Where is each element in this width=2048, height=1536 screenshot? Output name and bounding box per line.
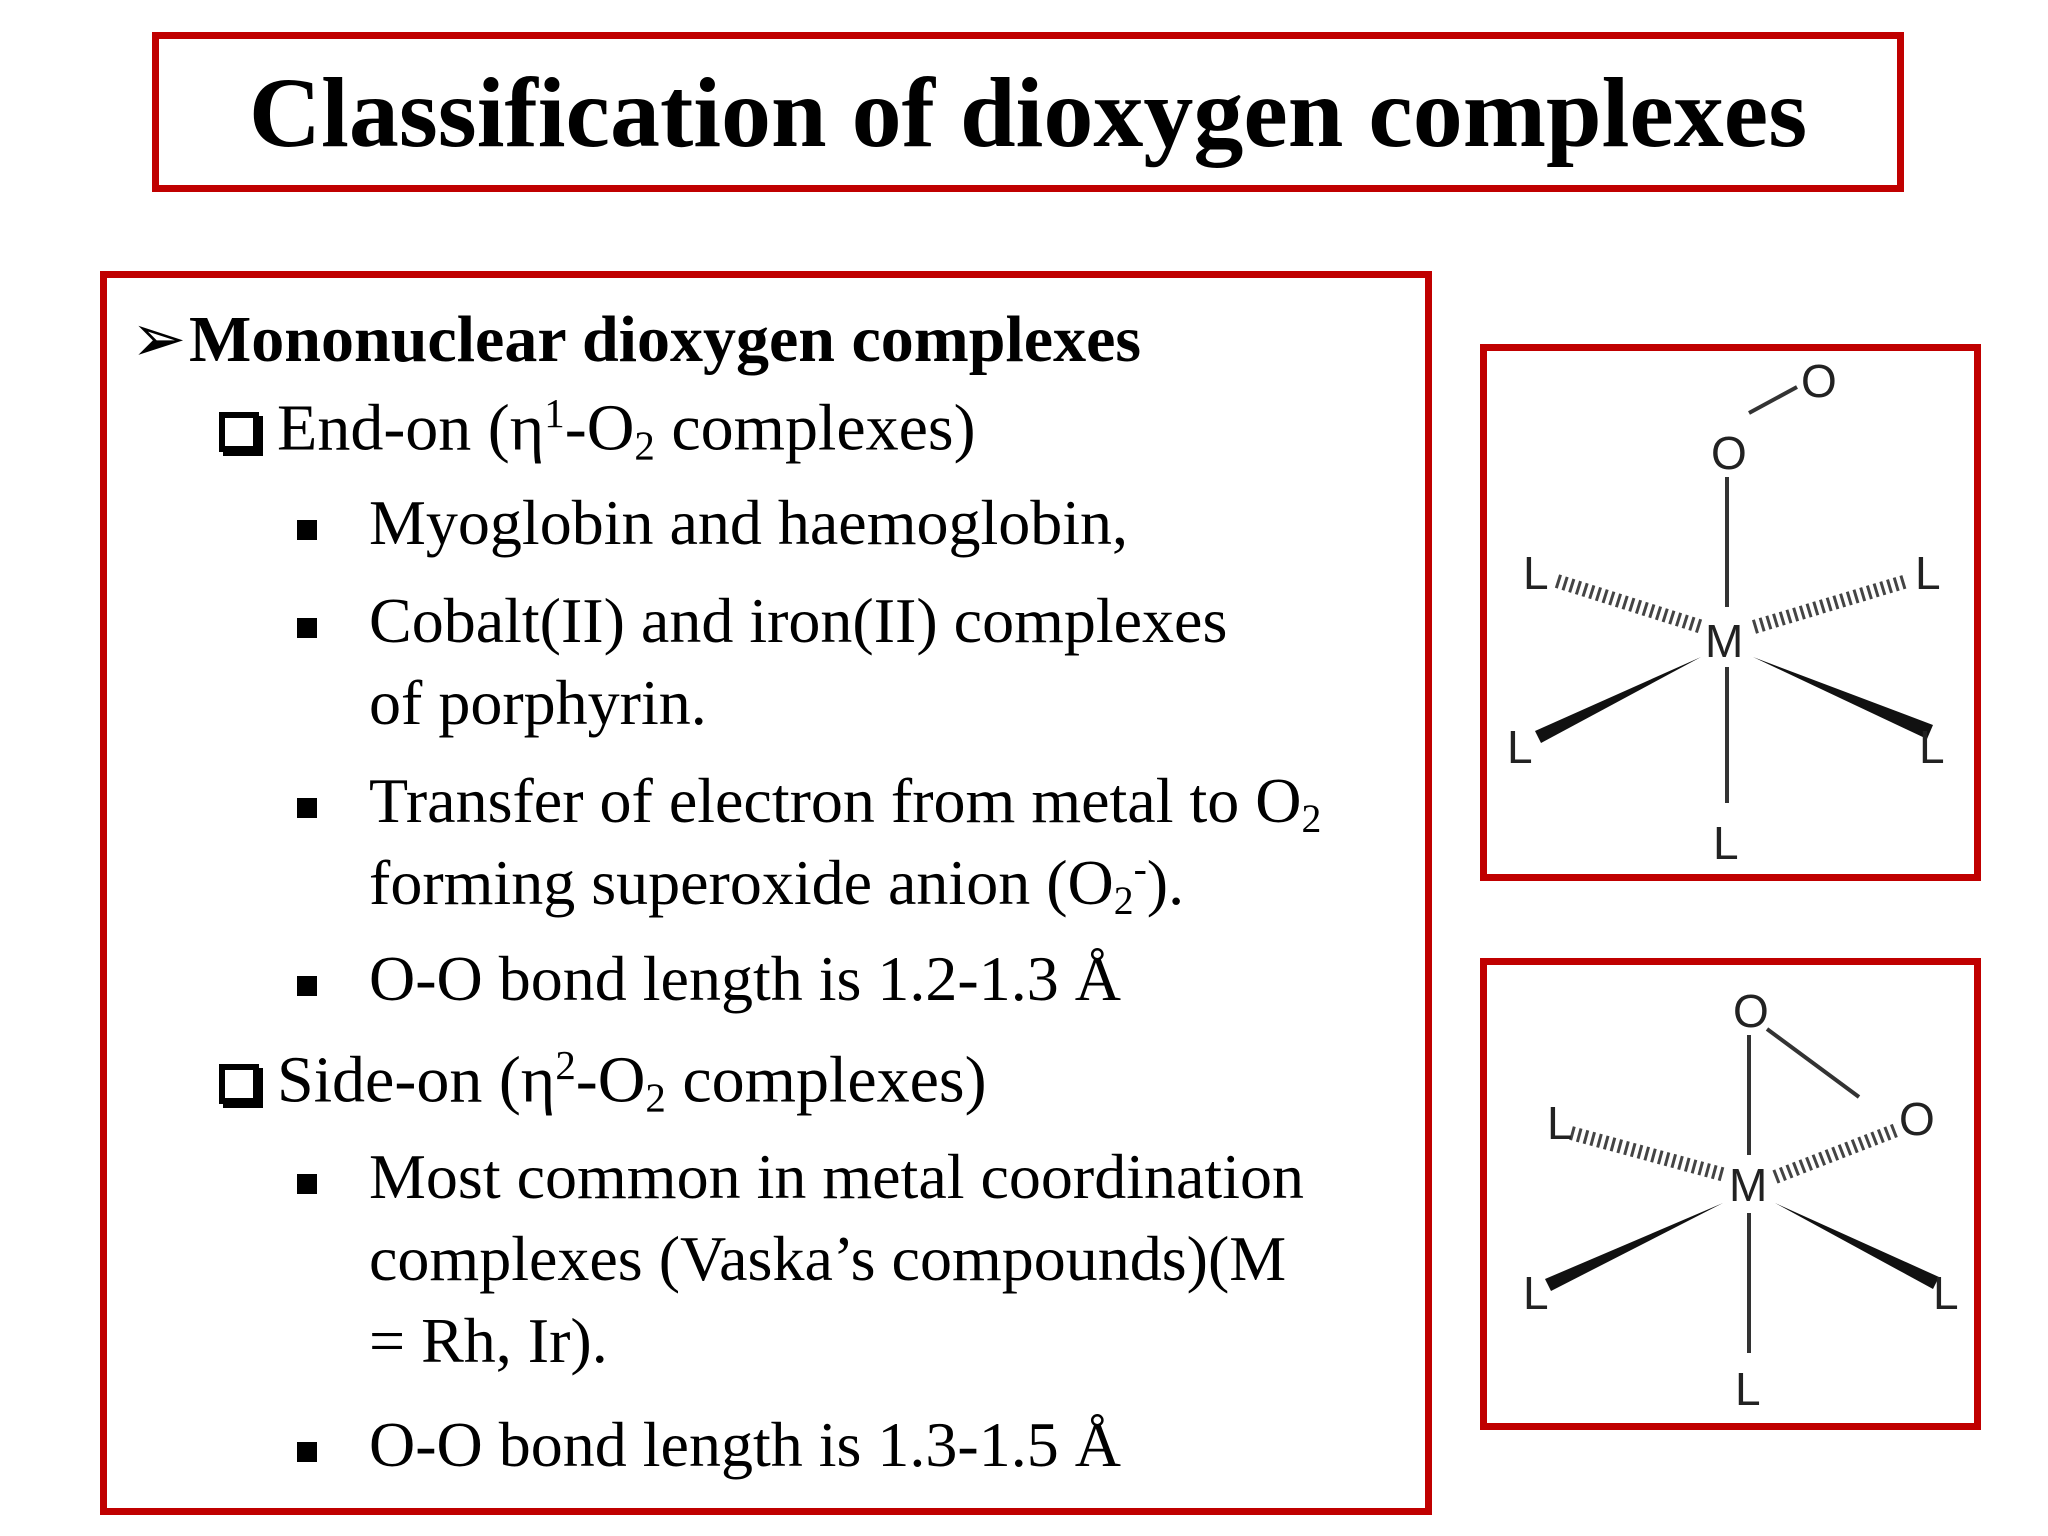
end-on-sub: 2 — [634, 423, 655, 469]
square-bullet-icon — [297, 976, 317, 996]
end-on-bullet-3-line-2: forming superoxide anion (O2-). — [369, 846, 1184, 924]
checkbox-bullet-icon — [219, 1063, 259, 1104]
title-box: Classification of dioxygen complexes — [152, 32, 1904, 192]
end-on-sup: 1 — [544, 391, 565, 436]
oxygen-atom-label: O — [1801, 355, 1837, 407]
bullet-3-line-2-post: ). — [1146, 847, 1185, 918]
bullet-3-line-1-text: Transfer of electron from metal to O — [369, 765, 1302, 836]
ligand-label: L — [1713, 817, 1739, 869]
end-on-bullet-4: O-O bond length is 1.2-1.3 Å — [369, 943, 1121, 1014]
square-bullet-icon — [297, 618, 317, 638]
end-on-bullet-3-line-1: Transfer of electron from metal to O2 — [369, 764, 1321, 842]
end-on-heading: End-on (η1-O2 complexes) — [219, 390, 976, 470]
content-box: ➢Mononuclear dioxygen complexes End-on (… — [100, 271, 1432, 1515]
page-title: Classification of dioxygen complexes — [248, 56, 1808, 168]
side-on-label-pre: Side-on (η — [277, 1043, 556, 1117]
ligand-label: L — [1523, 547, 1549, 599]
square-bullet-icon — [297, 520, 317, 540]
side-on-bullet-1-line-2: complexes (Vaska’s compounds)(M — [369, 1223, 1287, 1294]
square-bullet-icon — [297, 1442, 317, 1462]
ligand-label: L — [1507, 721, 1533, 773]
ligand-label: L — [1915, 547, 1941, 599]
bullet-3-line-1-sub: 2 — [1301, 796, 1322, 841]
end-on-bullet-2-line-2: of porphyrin. — [369, 667, 707, 738]
oxygen-atom-label: O — [1711, 427, 1747, 479]
side-on-bullet-1-line-3: = Rh, Ir). — [369, 1305, 608, 1376]
side-on-bullet-1-line-1: Most common in metal coordination — [369, 1141, 1304, 1212]
end-on-label-post: complexes) — [654, 391, 976, 465]
end-on-label-mid: -O — [564, 391, 635, 465]
end-on-bullet-2-line-1: Cobalt(II) and iron(II) complexes — [369, 585, 1228, 656]
ligand-label: L — [1523, 1267, 1549, 1319]
arrow-bullet-icon: ➢ — [131, 303, 187, 376]
section-heading: ➢Mononuclear dioxygen complexes — [131, 300, 1141, 378]
side-on-sup: 2 — [555, 1043, 576, 1088]
side-on-label-post: complexes) — [665, 1043, 987, 1117]
side-on-label-mid: -O — [575, 1043, 646, 1117]
bullet-3-line-2-sub: 2 — [1113, 878, 1134, 923]
side-on-bullet-2: O-O bond length is 1.3-1.5 Å — [369, 1409, 1121, 1480]
checkbox-bullet-icon — [219, 411, 259, 452]
square-bullet-icon — [297, 798, 317, 818]
ligand-label: L — [1933, 1267, 1959, 1319]
ligand-label: L — [1735, 1363, 1761, 1415]
side-on-sub: 2 — [645, 1075, 666, 1121]
side-on-heading: Side-on (η2-O2 complexes) — [219, 1042, 987, 1122]
oxygen-atom-label: O — [1899, 1093, 1935, 1145]
ligand-label: L — [1547, 1097, 1573, 1149]
end-on-bullet-1: Myoglobin and haemoglobin, — [369, 487, 1129, 558]
bullet-3-line-2-text: forming superoxide anion (O — [369, 847, 1114, 918]
square-bullet-icon — [297, 1174, 317, 1194]
bullet-3-line-2-sup: - — [1133, 847, 1147, 892]
oxygen-atom-label: O — [1733, 985, 1769, 1037]
end-on-label-pre: End-on (η — [277, 391, 545, 465]
end-on-structure-diagram: O O L L M L L L — [1480, 344, 1981, 881]
side-on-structure-diagram: O O L M L L L — [1480, 958, 1981, 1430]
metal-label: M — [1729, 1159, 1767, 1211]
section-heading-text: Mononuclear dioxygen complexes — [189, 303, 1142, 376]
ligand-label: L — [1919, 721, 1945, 773]
metal-label: M — [1705, 615, 1743, 667]
